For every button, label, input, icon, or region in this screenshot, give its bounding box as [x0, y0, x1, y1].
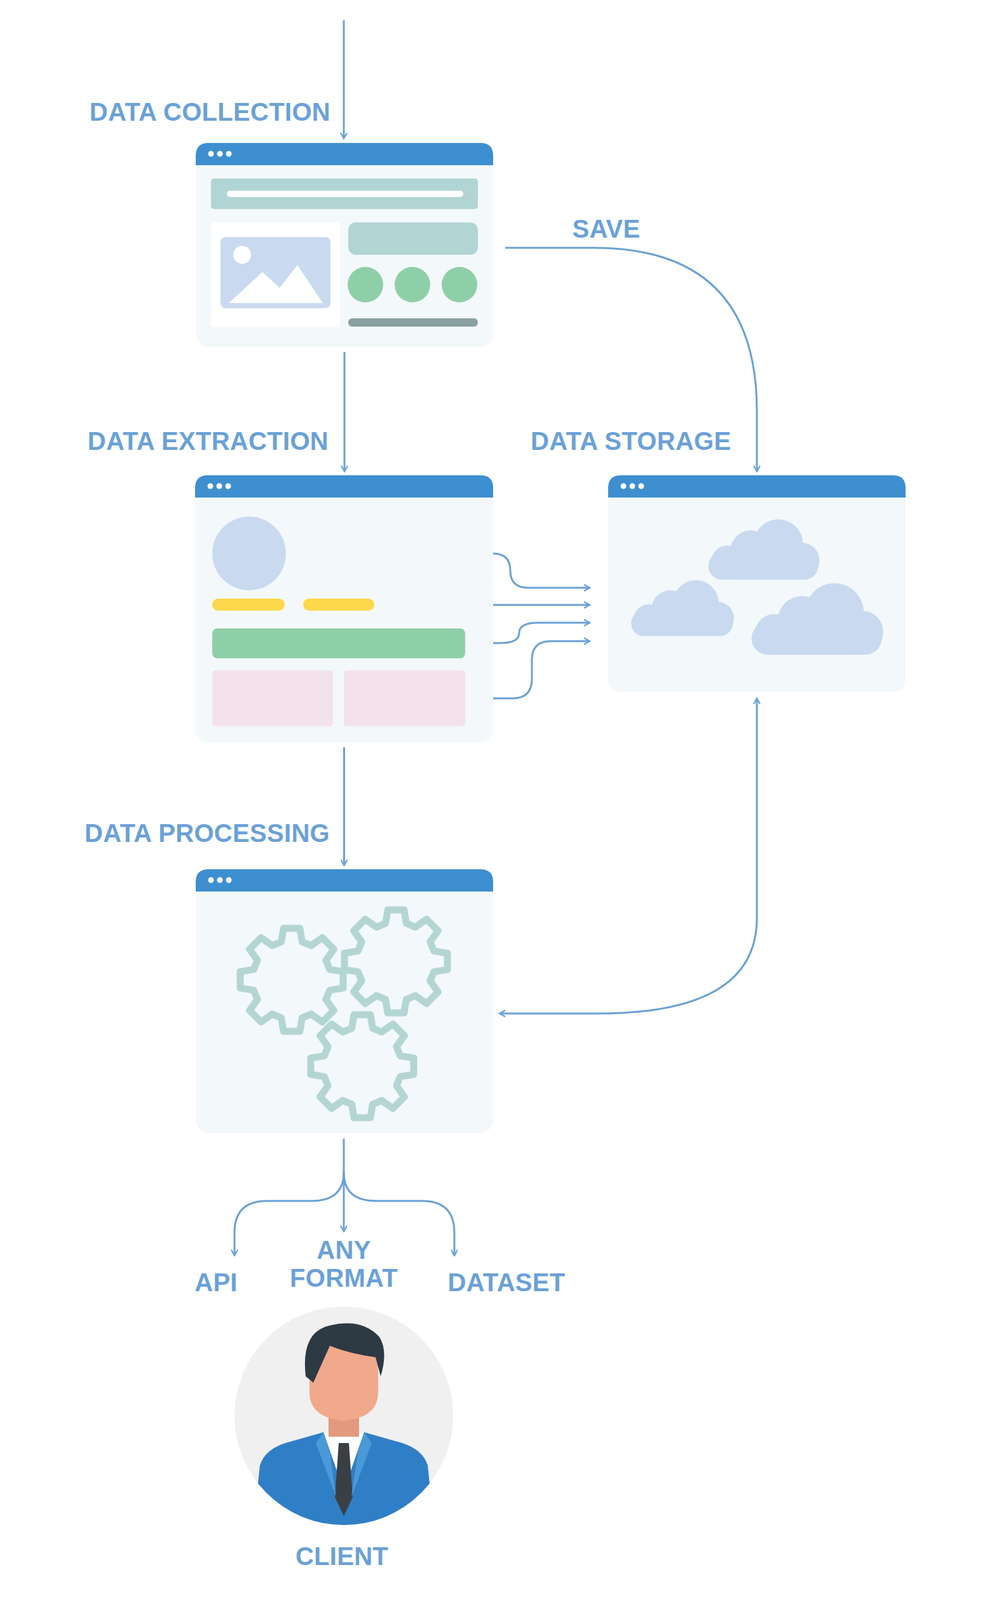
drawing-part [343, 670, 466, 727]
drawing-part [334, 1443, 353, 1517]
drawing-part [234, 1306, 454, 1526]
drawing-part [343, 352, 346, 472]
drawing-part [343, 1138, 346, 1232]
drawing-part [225, 483, 232, 490]
drawing-part [348, 222, 478, 255]
drawing-part [629, 483, 636, 490]
drawing-part [212, 628, 466, 659]
drawing-part [226, 877, 232, 884]
drawing-part [212, 516, 286, 591]
window-illustration [195, 142, 494, 347]
drawing-part [195, 475, 494, 743]
drawing-part [620, 483, 627, 490]
drawing-part [195, 142, 494, 166]
drawing-part [210, 178, 478, 210]
drawing-part [348, 318, 478, 327]
drawing-part [305, 1323, 385, 1383]
flow-connector [344, 352, 346, 472]
app-window: DATA STORAGE [608, 475, 906, 693]
window-illustration [195, 475, 494, 743]
drawing-part [608, 475, 906, 693]
drawing-part [226, 151, 232, 157]
edge-label: SAVE [569, 214, 643, 243]
drawing-part [347, 266, 384, 303]
drawing-part [315, 1432, 337, 1498]
drawing-part [228, 264, 323, 304]
drawing-part [303, 598, 375, 611]
drawing-part [631, 580, 734, 637]
output-label: ANY FORMAT [280, 1236, 408, 1292]
drawing-part [608, 475, 906, 498]
output-label: DATASET [447, 1268, 565, 1297]
output-label: API [194, 1268, 238, 1297]
drawing-part [840, 610, 884, 654]
drawing-part [208, 877, 215, 884]
drawing-part [207, 483, 214, 490]
drawing-part [351, 1432, 372, 1498]
stage-heading: DATA STORAGE [530, 427, 731, 456]
drawing-part [340, 1044, 384, 1088]
drawing-part [344, 910, 448, 1013]
drawing-part [253, 1432, 435, 1526]
drawing-part [253, 1323, 435, 1526]
app-window: DATA COLLECTION [195, 142, 494, 347]
drawing-part [499, 698, 757, 1014]
drawing-part [208, 151, 215, 157]
client-avatar: CLIENT [234, 1306, 454, 1526]
drawing-part [700, 601, 734, 635]
drawing-part [226, 190, 464, 198]
person-illustration [234, 1306, 454, 1526]
drawing-part [210, 222, 340, 328]
stage-heading: CLIENT [295, 1542, 389, 1571]
drawing-part [195, 869, 494, 1134]
stage-heading: DATA EXTRACTION [87, 427, 329, 456]
stage-heading: DATA COLLECTION [89, 97, 331, 126]
stage-heading: DATA PROCESSING [84, 819, 330, 848]
drawing-part [751, 583, 884, 656]
drawing-part [195, 475, 494, 498]
app-window: DATA EXTRACTION [195, 475, 494, 743]
flow-connector [505, 247, 757, 472]
flow-connector [343, 747, 345, 866]
drawing-part [195, 869, 494, 892]
drawing-part [270, 958, 314, 1002]
drawing-part [217, 151, 224, 157]
drawing-part [638, 483, 645, 490]
drawing-part [708, 519, 820, 580]
drawing-part [343, 20, 346, 139]
drawing-part [374, 939, 418, 984]
drawing-part [217, 877, 224, 884]
drawing-part [212, 598, 285, 611]
drawing-part [216, 483, 223, 490]
drawing-part [505, 247, 757, 472]
drawing-part [394, 266, 431, 303]
drawing-part [310, 1014, 414, 1118]
drawing-part [783, 542, 820, 579]
drawing-part [212, 670, 333, 727]
drawing-part [240, 928, 344, 1032]
flow-connector [499, 698, 757, 1014]
window-illustration [195, 869, 494, 1134]
drawing-part [441, 266, 478, 303]
drawing-part [233, 245, 252, 264]
app-window: DATA PROCESSING [195, 869, 494, 1134]
drawing-part [343, 747, 346, 866]
drawing-part [220, 237, 331, 309]
drawing-part [195, 142, 494, 347]
window-illustration [608, 475, 906, 693]
